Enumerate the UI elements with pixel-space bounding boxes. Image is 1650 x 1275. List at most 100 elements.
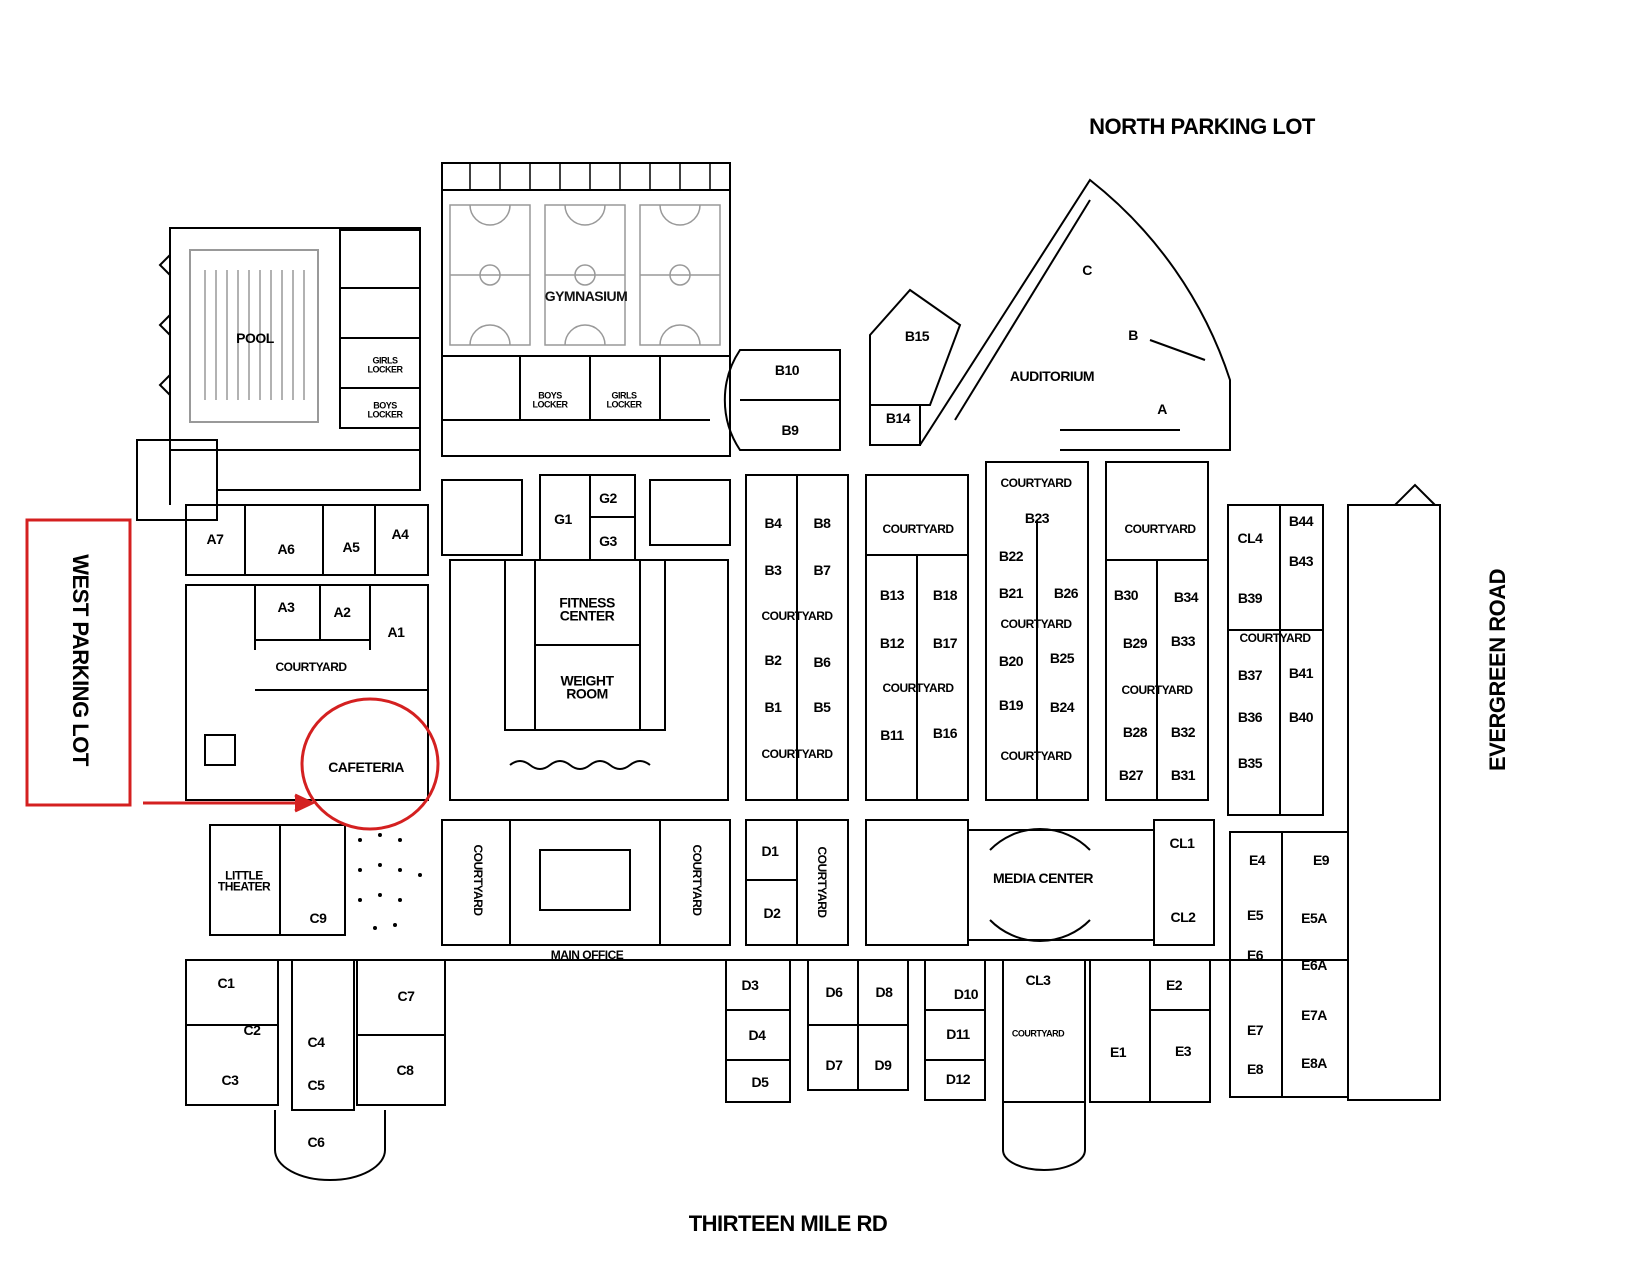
boys-locker-west-label: BOYS LOCKER [367,400,404,419]
auditorium-section-a: A [1157,401,1167,417]
media-center-label: MEDIA CENTER [992,870,1094,886]
room-b35: B35 [1237,755,1263,771]
room-c1: C1 [217,975,235,991]
room-d4: D4 [748,1027,766,1043]
room-b2: B2 [764,652,782,668]
room-b8: B8 [813,515,831,531]
north-parking-lot-label: NORTH PARKING LOT [1089,114,1315,139]
room-cl3: CL3 [1025,972,1051,988]
room-b21: B21 [998,585,1024,601]
room-b9: B9 [781,422,799,438]
room-b39: B39 [1237,590,1263,606]
room-e5a: E5A [1301,910,1327,926]
auditorium-section-b: B [1128,327,1138,343]
room-e9: E9 [1312,852,1330,868]
room-b6: B6 [813,654,831,670]
courtyard-label: COURTYARD [1239,631,1311,645]
girls-locker-gym-label: GIRLS LOCKER [606,390,643,409]
room-b14: B14 [885,410,911,426]
room-b15: B15 [904,328,930,344]
room-d11: D11 [946,1026,970,1042]
room-e8a: E8A [1301,1055,1327,1071]
auditorium-section-c: C [1082,262,1092,278]
room-e5: E5 [1246,907,1264,923]
room-b31: B31 [1170,767,1196,783]
room-b43: B43 [1288,553,1314,569]
room-e6: E6 [1246,947,1264,963]
courtyard-label: COURTYARD [275,660,347,674]
room-c5: C5 [307,1077,325,1093]
room-b30: B30 [1113,587,1139,603]
evergreen-road-label: EVERGREEN ROAD [1485,568,1510,772]
room-g3: G3 [599,533,617,549]
room-cl4: CL4 [1237,530,1263,546]
room-a5: A5 [342,539,360,555]
courtyard-label: COURTYARD [1124,522,1196,536]
room-c6: C6 [307,1134,325,1150]
room-c9: C9 [309,910,327,926]
room-e2: E2 [1165,977,1183,993]
courtyard-label: COURTYARD [1000,617,1072,631]
room-b44: B44 [1288,513,1314,529]
west-parking-lot-box [25,518,132,807]
courtyard-label: COURTYARD [815,846,829,918]
cafeteria-label: CAFETERIA [328,759,404,775]
room-b32: B32 [1170,724,1196,740]
room-c7: C7 [397,988,415,1004]
weight-room-label: WEIGHT ROOM [560,672,615,702]
room-a1: A1 [387,624,405,640]
room-b24: B24 [1049,699,1075,715]
room-a7: A7 [206,531,224,547]
cafeteria-highlight-circle [300,697,440,831]
little-theater-label: LITTLE THEATER [217,868,271,894]
room-d2: D2 [763,905,781,921]
room-b23: B23 [1024,510,1050,526]
room-b3: B3 [764,562,782,578]
room-b13: B13 [879,587,905,603]
room-b22: B22 [998,548,1024,564]
room-cl1: CL1 [1169,835,1195,851]
room-d8: D8 [875,984,893,1000]
room-b17: B17 [932,635,958,651]
room-b12: B12 [879,635,905,651]
room-b36: B36 [1237,709,1263,725]
courtyard-label: COURTYARD [761,747,833,761]
courtyard-label: COURTYARD [1000,749,1072,763]
room-d3: D3 [741,977,759,993]
pool-basin [189,249,319,423]
room-b7: B7 [813,562,831,578]
room-a4: A4 [391,526,409,542]
courtyard-label: COURTYARD [1121,683,1193,697]
room-a3: A3 [277,599,295,615]
room-e1: E1 [1109,1044,1127,1060]
room-b25: B25 [1049,650,1075,666]
room-e6a: E6A [1301,957,1327,973]
room-a6: A6 [277,541,295,557]
room-b18: B18 [932,587,958,603]
room-c3: C3 [221,1072,239,1088]
west-parking-lot-label: WEST PARKING LOT [68,554,93,766]
room-c8: C8 [396,1062,414,1078]
room-b37: B37 [1237,667,1263,683]
pool-label: POOL [236,330,274,346]
room-d10: D10 [953,986,979,1002]
room-b40: B40 [1288,709,1314,725]
courtyard-label: COURTYARD [690,844,704,916]
boys-locker-gym-label: BOYS LOCKER [532,390,569,409]
auditorium-label: AUDITORIUM [1009,368,1095,384]
room-b10: B10 [774,362,800,378]
room-b34: B34 [1173,589,1199,605]
courtyard-label: COURTYARD [882,681,954,695]
room-b1: B1 [764,699,782,715]
room-b20: B20 [998,653,1024,669]
room-d1: D1 [761,843,779,859]
room-b29: B29 [1122,635,1148,651]
gymnasium-label: GYMNASIUM [544,288,628,304]
room-a2: A2 [333,604,351,620]
room-b5: B5 [813,699,831,715]
room-cl2: CL2 [1170,909,1196,925]
room-d7: D7 [825,1057,843,1073]
room-d6: D6 [825,984,843,1000]
room-e7: E7 [1246,1022,1264,1038]
